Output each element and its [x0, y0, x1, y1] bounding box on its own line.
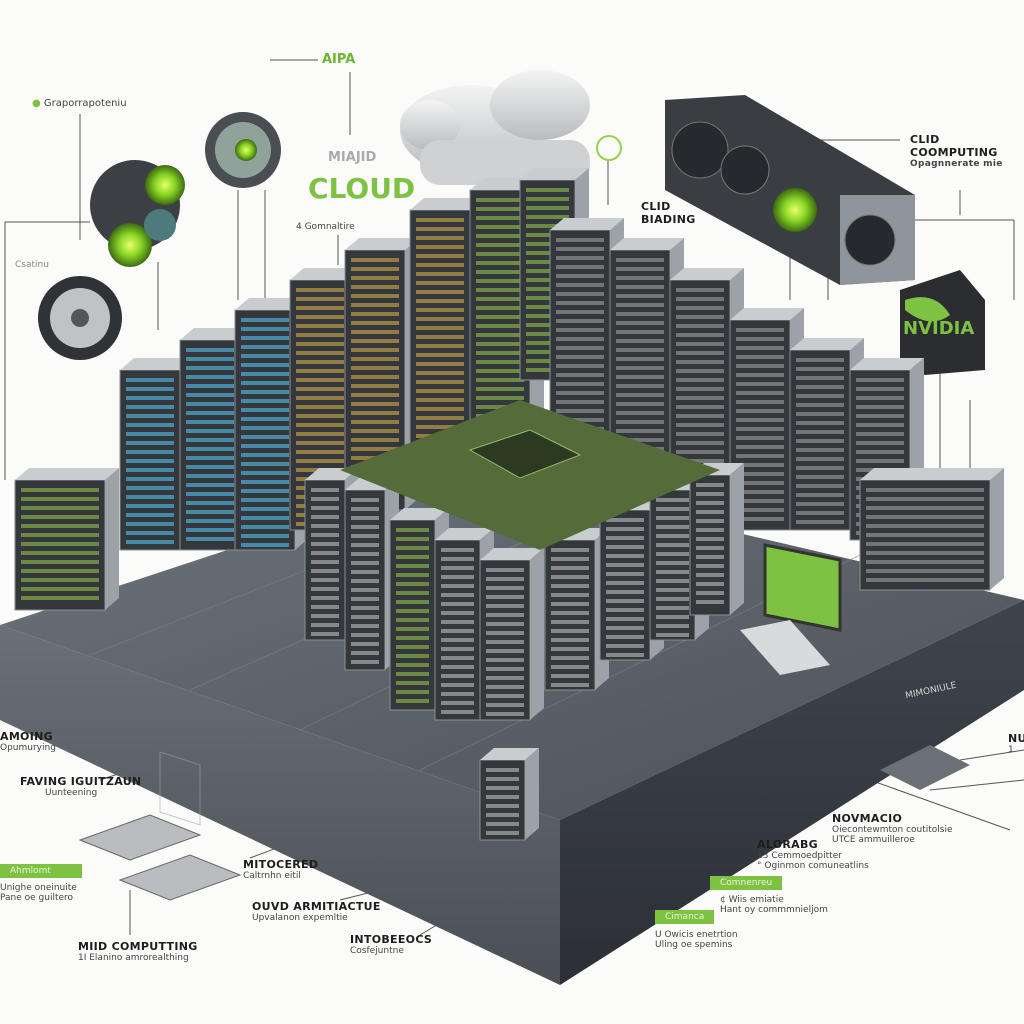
callout-sub: Hant oy commmnieljom — [720, 905, 828, 915]
callout-sub: U Owicis enetrtion — [655, 930, 738, 940]
callout-sub: UTCE ammuilleroe — [832, 835, 915, 845]
title-line: CLID — [641, 200, 671, 213]
server-rack — [179, 328, 254, 551]
cooling-fans — [38, 112, 622, 360]
server-rack — [479, 548, 544, 721]
server-rack — [14, 468, 119, 611]
callout-sub: 1 — [1008, 745, 1014, 755]
callout-sub: Cosfejuntne — [350, 946, 404, 956]
motherboard — [340, 400, 720, 550]
callout-title: MITOCERED — [243, 858, 319, 871]
legend-label: Graporrapoteniu — [43, 98, 127, 109]
label-csatinu: Csatinu — [15, 260, 49, 270]
callout-sub: 13 Cemmoedpitter — [757, 851, 842, 861]
callout-title: NOVMACIO — [832, 812, 903, 825]
callout-title: MIID COMPUTTING — [78, 940, 198, 953]
title-line: CLID — [910, 133, 940, 146]
label-aipa: AIPA — [322, 52, 356, 67]
callout-sub: ¢ Wiis emiatie — [720, 895, 784, 905]
network-cards — [78, 745, 970, 901]
nvidia-logo-text: NVIDIA — [903, 318, 975, 339]
callout-title: AMOING — [0, 730, 53, 743]
callout-sub: Uunteening — [45, 788, 98, 798]
callout-title: FAVING IGUITZAUN — [20, 775, 142, 788]
server-rack — [859, 468, 1004, 591]
label-cloud-small: MIAJID — [328, 150, 377, 165]
monitor — [740, 543, 842, 675]
callout-title: INTOBEEOCS — [350, 933, 433, 946]
legend-item: ● Graporrapoteniu — [32, 98, 127, 109]
callout-sub: Oiecontewmton coutitolsie — [832, 825, 953, 835]
label-gomnaltire: 4 Gomnaltire — [296, 222, 355, 232]
server-rack — [479, 748, 539, 841]
cloud-icon — [400, 70, 590, 185]
callout-sub: Caltrnhn eitil — [243, 871, 301, 881]
callout-title: NU — [1008, 732, 1024, 745]
callout-sub: 1I Elanino amrorealthing — [78, 953, 189, 963]
label-cloud-big: CLOUD — [308, 172, 416, 205]
green-dot-icon: ● — [32, 98, 41, 109]
callout-sub: Upvalanon expemltie — [252, 913, 348, 923]
callout-sub: ° Oginmon comuneatlins — [757, 861, 869, 871]
nvidia-logo — [900, 270, 985, 375]
server-rack — [689, 463, 744, 616]
server-rack — [544, 528, 609, 691]
callout-sub: Uling oe spemins — [655, 940, 733, 950]
green-tag: Ahmlomt — [0, 864, 82, 878]
title-line: BIADING — [641, 213, 696, 226]
title-line: COOMPUTING — [910, 146, 998, 159]
green-tag: Cimanca — [655, 910, 715, 924]
callout-sub: Pane oe guiltero — [0, 893, 74, 903]
cooling-unit — [665, 95, 915, 285]
green-tag: Comnenreu — [710, 876, 783, 890]
callout-title: ALORABG — [757, 838, 818, 851]
callout-sub: Unighe oneinuite — [0, 883, 77, 893]
subtitle: Opagnnerate mie — [910, 159, 1003, 169]
callout-title: OUVD ARMITIACTUE — [252, 900, 381, 913]
callout-sub: Opumurying — [0, 743, 56, 753]
